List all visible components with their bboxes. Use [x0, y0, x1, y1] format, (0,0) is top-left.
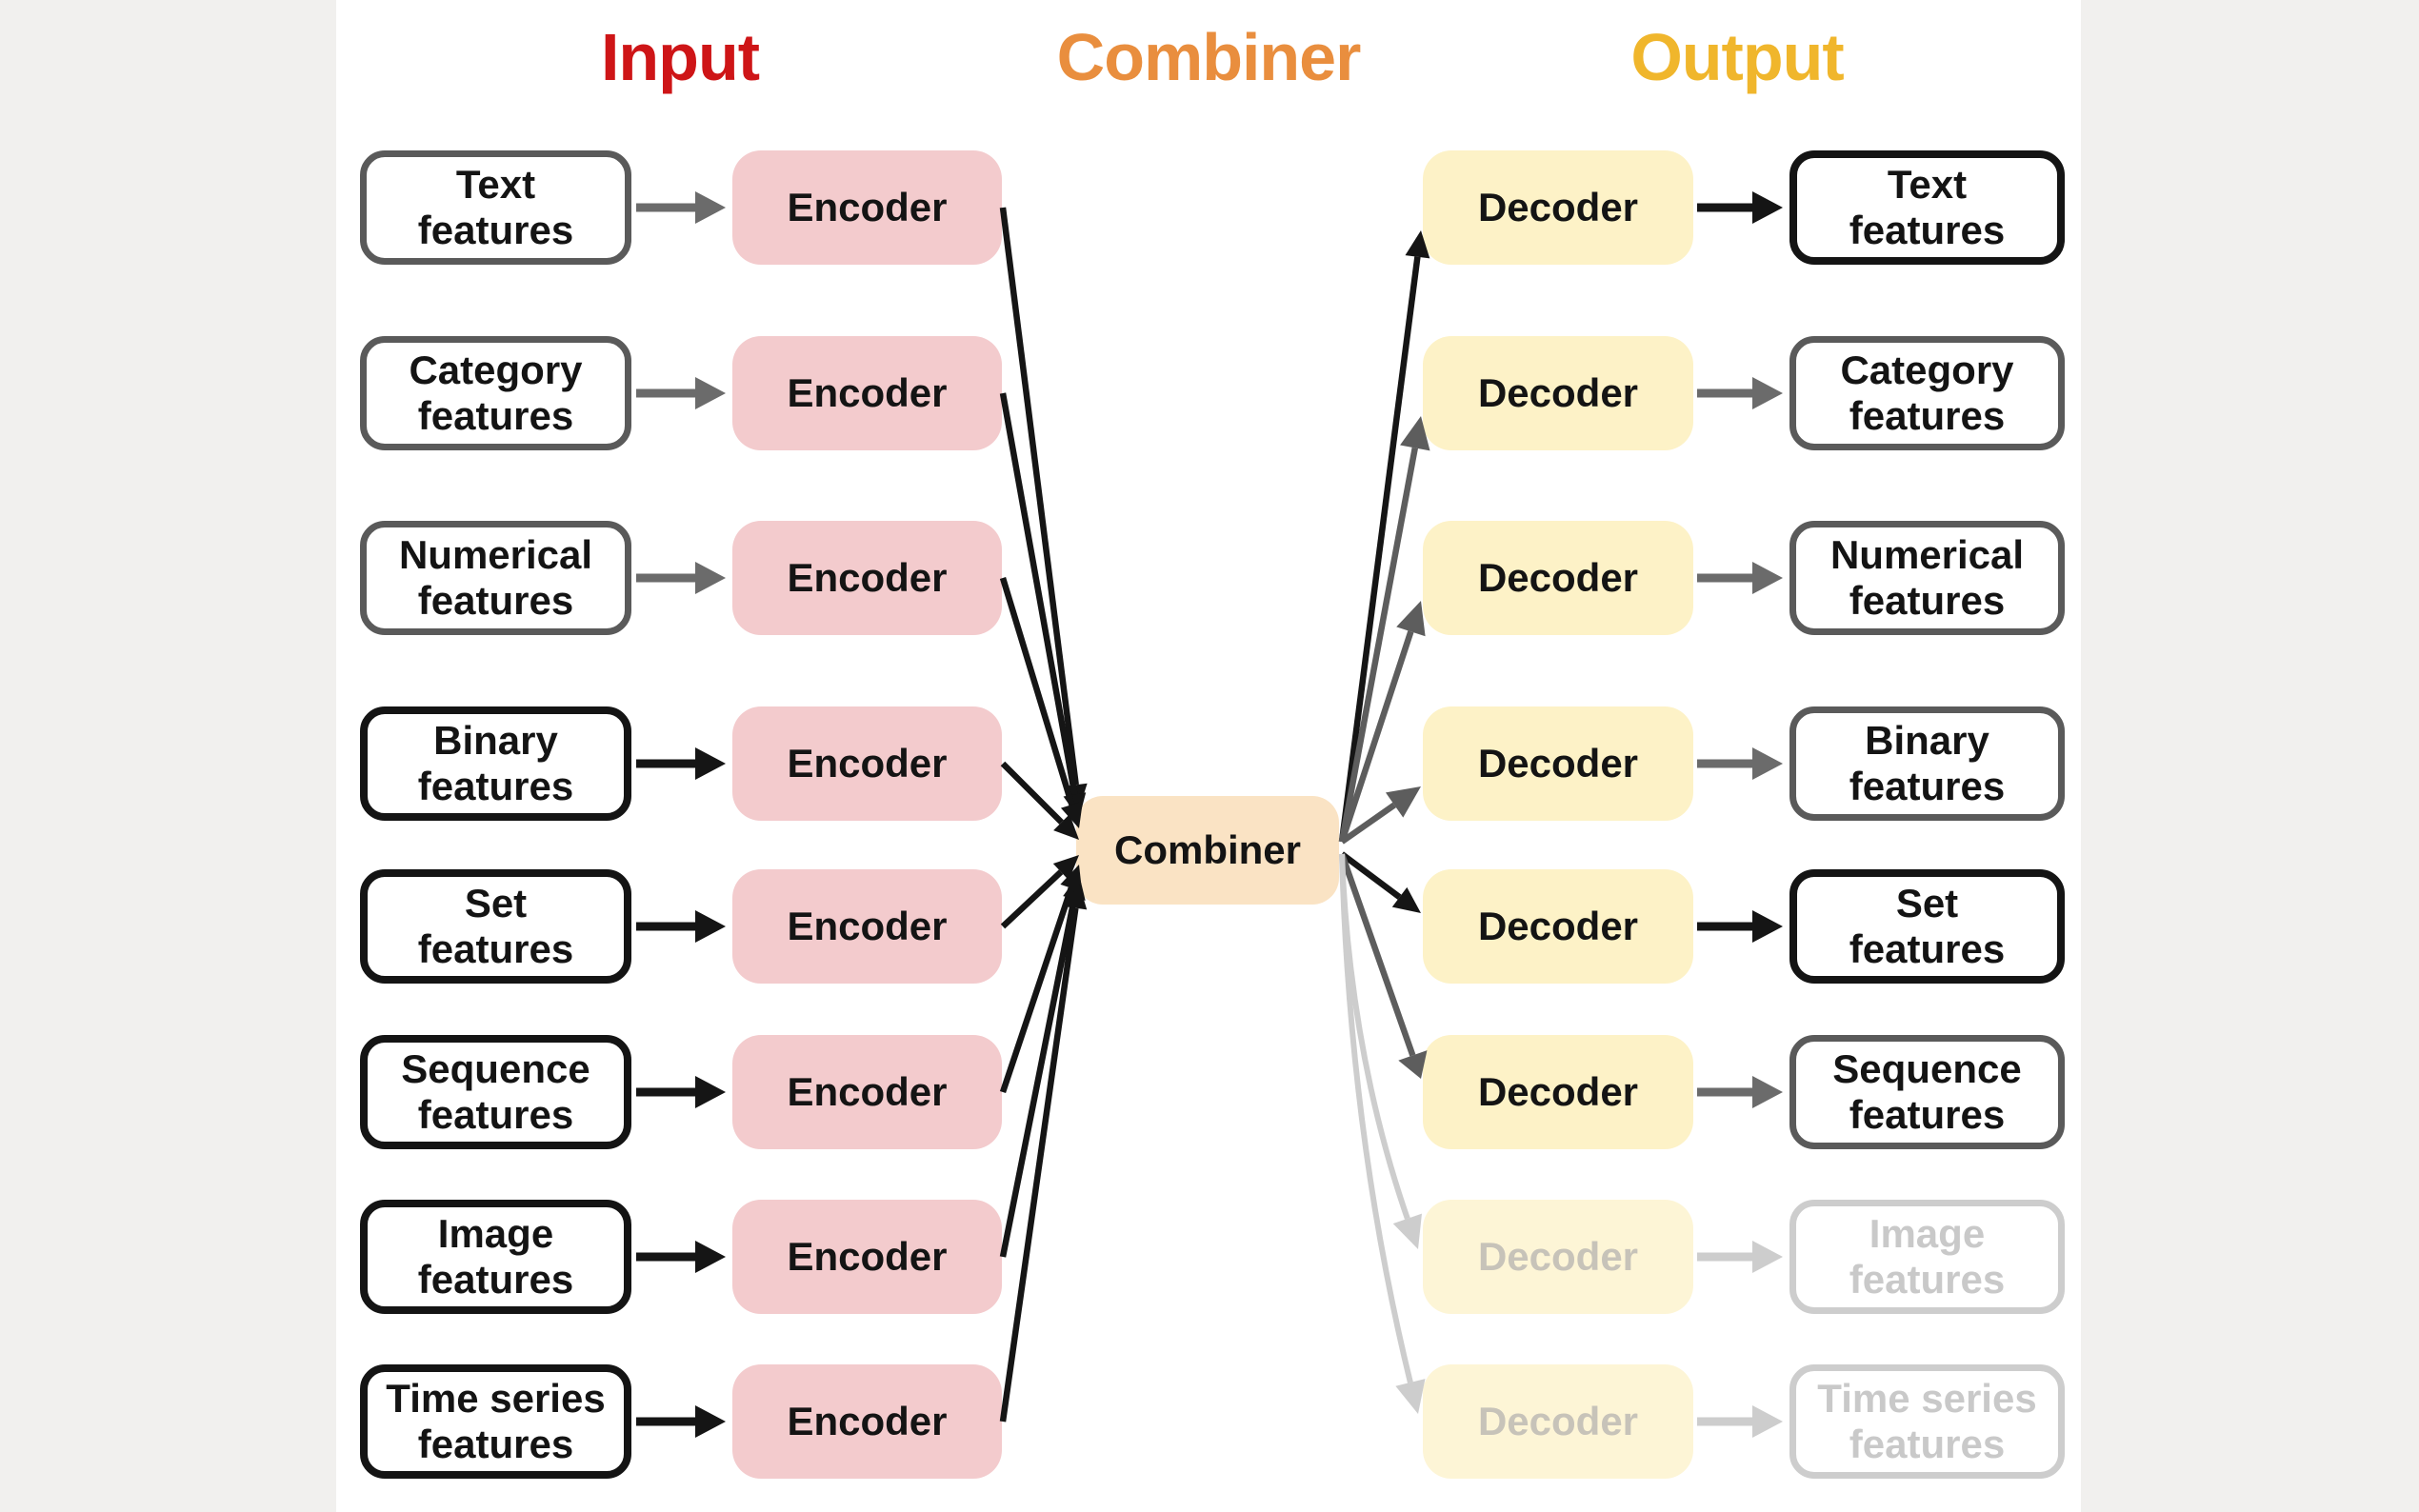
encoder-box-sequence: Encoder	[732, 1035, 1002, 1149]
encoder-label: Encoder	[787, 370, 948, 415]
input-feature-label: features	[417, 1257, 574, 1302]
output-feature-box-text: Text features	[1789, 150, 2065, 265]
input-feature-label: features	[417, 578, 574, 623]
encoder-box-binary: Encoder	[732, 706, 1002, 821]
decoder-box-numerical: Decoder	[1423, 521, 1693, 635]
input-feature-label: Numerical	[398, 532, 593, 577]
input-feature-label: Category	[409, 348, 583, 392]
encoder-box-numerical: Encoder	[732, 521, 1002, 635]
decoder-label: Decoder	[1477, 904, 1639, 948]
combiner-box: Combiner	[1076, 796, 1339, 905]
decoder-label: Decoder	[1477, 1069, 1639, 1114]
input-feature-box-image: Image features	[360, 1200, 631, 1314]
output-feature-label: features	[1849, 208, 2006, 252]
output-feature-label: features	[1849, 1422, 2006, 1466]
decoder-box-text: Decoder	[1423, 150, 1693, 265]
decoder-box-sequence: Decoder	[1423, 1035, 1693, 1149]
encoder-label: Encoder	[787, 1399, 948, 1443]
output-feature-box-image: Image features	[1789, 1200, 2065, 1314]
output-feature-label: Text	[1887, 162, 1968, 207]
output-feature-label: features	[1849, 393, 2006, 438]
encoder-box-set: Encoder	[732, 869, 1002, 984]
decoder-label: Decoder	[1477, 1399, 1639, 1443]
decoder-box-timeseries: Decoder	[1423, 1364, 1693, 1479]
input-feature-box-set: Set features	[360, 869, 631, 984]
input-feature-label: Set	[464, 881, 528, 925]
input-feature-box-text: Text features	[360, 150, 631, 265]
decoder-box-image: Decoder	[1423, 1200, 1693, 1314]
input-feature-label: features	[417, 764, 574, 808]
output-feature-label: Time series	[1817, 1376, 2037, 1421]
input-feature-label: Image	[437, 1211, 554, 1256]
input-column-header: Input	[600, 20, 760, 94]
combiner-column-header: Combiner	[1056, 20, 1362, 94]
output-feature-box-timeseries: Time series features	[1789, 1364, 2065, 1479]
decoder-box-binary: Decoder	[1423, 706, 1693, 821]
output-feature-label: features	[1849, 578, 2006, 623]
input-feature-box-timeseries: Time series features	[360, 1364, 631, 1479]
encoder-box-timeseries: Encoder	[732, 1364, 1002, 1479]
output-feature-box-binary: Binary features	[1789, 706, 2065, 821]
output-feature-label: features	[1849, 1257, 2006, 1302]
output-feature-label: Sequence	[1832, 1046, 2022, 1091]
output-column-header: Output	[1630, 20, 1844, 94]
encoder-box-text: Encoder	[732, 150, 1002, 265]
output-feature-label: Numerical	[1829, 532, 2025, 577]
combiner-label: Combiner	[1113, 827, 1301, 872]
input-feature-label: features	[417, 926, 574, 971]
output-feature-label: features	[1849, 1092, 2006, 1137]
output-feature-label: features	[1849, 926, 2006, 971]
input-feature-box-numerical: Numerical features	[360, 521, 631, 635]
output-feature-label: Image	[1869, 1211, 1986, 1256]
input-feature-label: Time series	[386, 1376, 606, 1421]
input-feature-box-binary: Binary features	[360, 706, 631, 821]
input-feature-label: features	[417, 208, 574, 252]
output-feature-label: Category	[1840, 348, 2014, 392]
decoder-label: Decoder	[1477, 1234, 1639, 1279]
input-feature-label: Text	[455, 162, 536, 207]
encoder-label: Encoder	[787, 185, 948, 229]
input-feature-box-category: Category features	[360, 336, 631, 450]
output-feature-box-set: Set features	[1789, 869, 2065, 984]
encoder-label: Encoder	[787, 741, 948, 786]
encoder-label: Encoder	[787, 555, 948, 600]
decoder-label: Decoder	[1477, 370, 1639, 415]
input-feature-label: Sequence	[401, 1046, 590, 1091]
input-feature-label: features	[417, 1092, 574, 1137]
decoder-label: Decoder	[1477, 741, 1639, 786]
encoder-box-image: Encoder	[732, 1200, 1002, 1314]
decoder-box-set: Decoder	[1423, 869, 1693, 984]
decoder-label: Decoder	[1477, 185, 1639, 229]
output-feature-box-numerical: Numerical features	[1789, 521, 2065, 635]
decoder-box-category: Decoder	[1423, 336, 1693, 450]
output-feature-label: Set	[1895, 881, 1959, 925]
output-feature-box-sequence: Sequence features	[1789, 1035, 2065, 1149]
encoder-label: Encoder	[787, 1069, 948, 1114]
encoder-label: Encoder	[787, 1234, 948, 1279]
decoder-label: Decoder	[1477, 555, 1639, 600]
input-feature-label: features	[417, 393, 574, 438]
input-feature-box-sequence: Sequence features	[360, 1035, 631, 1149]
output-feature-box-category: Category features	[1789, 336, 2065, 450]
input-feature-label: features	[417, 1422, 574, 1466]
output-feature-label: Binary	[1865, 718, 1989, 763]
input-feature-label: Binary	[433, 718, 558, 763]
encoder-box-category: Encoder	[732, 336, 1002, 450]
encoder-label: Encoder	[787, 904, 948, 948]
output-feature-label: features	[1849, 764, 2006, 808]
